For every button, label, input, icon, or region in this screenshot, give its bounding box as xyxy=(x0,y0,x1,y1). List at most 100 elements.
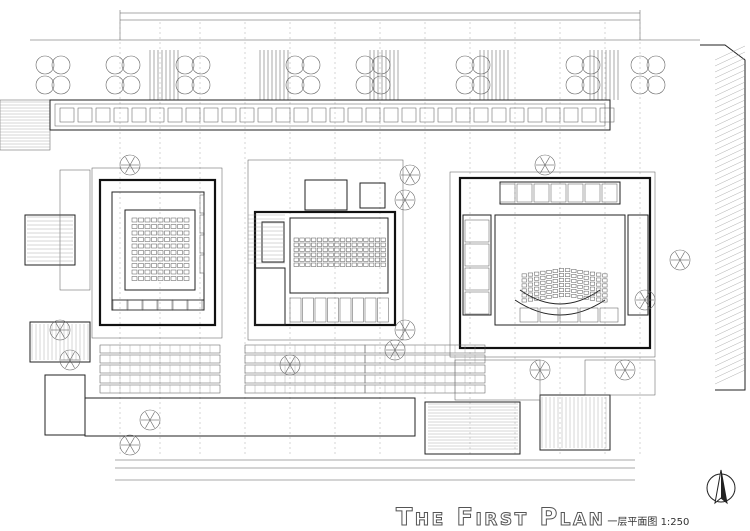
tree-branch xyxy=(125,157,131,166)
seat xyxy=(565,273,571,277)
seat xyxy=(157,256,164,262)
seat xyxy=(369,252,375,257)
lower-terraces xyxy=(84,344,486,437)
seat xyxy=(322,247,328,252)
seat xyxy=(144,263,151,268)
seat xyxy=(546,295,552,299)
hatch-line xyxy=(714,129,746,145)
room xyxy=(364,297,377,323)
tree-icon xyxy=(394,189,416,211)
seat xyxy=(144,250,151,255)
seat xyxy=(527,272,533,277)
tree-icon xyxy=(51,75,71,95)
seat xyxy=(589,291,595,296)
tree-icon xyxy=(630,75,650,95)
seat xyxy=(316,237,322,242)
room xyxy=(559,307,579,323)
seat xyxy=(322,237,328,242)
tree-icon xyxy=(455,55,475,75)
bottom-dimension-lines xyxy=(115,459,635,481)
seat xyxy=(351,252,357,257)
seat xyxy=(164,256,170,262)
tree-icon xyxy=(139,409,161,431)
hatch-line xyxy=(714,87,746,103)
tree-icon xyxy=(285,55,305,75)
seat xyxy=(558,288,564,292)
tree-icon xyxy=(119,154,141,176)
seat xyxy=(540,280,546,285)
seat xyxy=(602,293,608,298)
tree-branch xyxy=(640,292,646,301)
tree-branch xyxy=(400,322,406,331)
seat xyxy=(552,269,558,273)
seat xyxy=(546,280,552,284)
seat xyxy=(177,256,183,262)
seat xyxy=(596,297,602,302)
lower-right-plaza xyxy=(424,359,656,455)
hatch-line xyxy=(714,321,746,337)
hatch-line xyxy=(714,273,746,289)
tree-icon xyxy=(105,55,125,75)
seat xyxy=(521,283,527,288)
tree-icon xyxy=(285,75,305,95)
tree-icon xyxy=(191,55,211,75)
connector-bay xyxy=(203,107,219,123)
connector-bay xyxy=(581,107,597,123)
seat xyxy=(157,269,164,275)
hatch-line xyxy=(714,147,746,163)
tree-branch xyxy=(289,364,295,373)
seat xyxy=(380,257,386,262)
seat xyxy=(340,242,346,247)
seat xyxy=(157,276,164,281)
tree-branch xyxy=(544,164,550,173)
seat xyxy=(340,252,346,257)
seat xyxy=(177,243,183,249)
seat xyxy=(340,262,346,267)
seat xyxy=(311,242,317,247)
tree-branch xyxy=(404,199,410,208)
seat xyxy=(138,224,144,229)
room xyxy=(601,183,618,203)
seat xyxy=(328,257,334,262)
seat xyxy=(144,243,151,249)
connector-bay xyxy=(59,107,75,123)
tree-branch xyxy=(65,352,71,361)
tree-icon xyxy=(646,55,666,75)
connector-bay xyxy=(167,107,183,123)
seat xyxy=(558,273,564,277)
seat xyxy=(540,295,546,300)
tree-branch xyxy=(675,259,681,268)
seat xyxy=(577,295,583,299)
tree-branch xyxy=(59,322,65,331)
hatch-line xyxy=(714,267,746,283)
seat xyxy=(299,247,305,252)
seat xyxy=(183,250,190,255)
connector-bay xyxy=(473,107,489,123)
seat xyxy=(177,217,183,223)
seat xyxy=(357,257,363,262)
tree-icon xyxy=(175,55,195,75)
seat xyxy=(138,269,144,275)
column xyxy=(199,234,205,254)
seat xyxy=(363,242,369,247)
tree-branch xyxy=(69,352,75,361)
column xyxy=(199,194,205,214)
connector-bay xyxy=(329,107,345,123)
seat xyxy=(299,252,305,257)
room xyxy=(464,267,490,291)
seat xyxy=(527,292,533,297)
hatch-line xyxy=(714,345,746,361)
seat xyxy=(357,237,363,242)
tree-icon xyxy=(279,354,301,376)
room xyxy=(533,183,550,203)
tree-branch xyxy=(400,192,406,201)
tree-branch xyxy=(624,362,630,371)
seat xyxy=(170,243,177,249)
seat xyxy=(164,217,170,223)
seat xyxy=(558,278,564,282)
connector-bay xyxy=(419,107,435,123)
tree-branch xyxy=(644,299,650,308)
hatch-line xyxy=(714,165,746,181)
seat xyxy=(571,269,577,273)
room xyxy=(157,299,173,311)
